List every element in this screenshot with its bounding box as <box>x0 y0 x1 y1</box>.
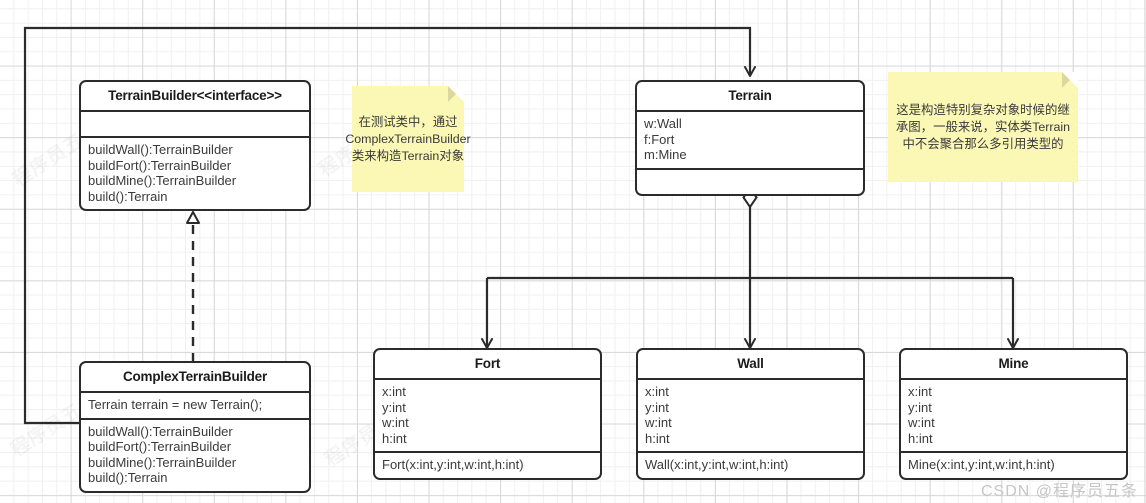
method-item: Mine(x:int,y:int,w:int,h:int) <box>908 457 1055 473</box>
method-item: buildFort():TerrainBuilder <box>88 439 232 455</box>
class-box-wall[interactable]: Wall x:int y:int w:int h:int Wall(x:int,… <box>636 348 865 480</box>
class-attributes-mine: x:int y:int w:int h:int <box>901 380 1126 454</box>
class-title-fort: Fort <box>375 350 600 380</box>
method-item: build():Terrain <box>88 188 168 204</box>
class-methods-complexterrainbuilder: buildWall():TerrainBuilder buildFort():T… <box>81 420 309 491</box>
method-item: buildWall():TerrainBuilder <box>88 423 233 439</box>
note-left-text: 在测试类中，通过ComplexTerrainBuilder类来构造Terrain… <box>345 114 471 163</box>
attribute-item: w:int <box>908 415 935 431</box>
attribute-item: Terrain terrain = new Terrain(); <box>88 397 263 412</box>
class-methods-wall: Wall(x:int,y:int,w:int,h:int) <box>638 453 863 478</box>
attribute-item: f:Fort <box>644 131 675 147</box>
class-box-fort[interactable]: Fort x:int y:int w:int h:int Fort(x:int,… <box>373 348 602 480</box>
class-attributes-wall: x:int y:int w:int h:int <box>638 380 863 454</box>
class-methods-mine: Mine(x:int,y:int,w:int,h:int) <box>901 453 1126 478</box>
note-fold-corner-icon <box>1062 72 1078 88</box>
attribute-item: h:int <box>382 430 407 446</box>
method-item: buildMine():TerrainBuilder <box>88 173 237 189</box>
class-box-mine[interactable]: Mine x:int y:int w:int h:int Mine(x:int,… <box>899 348 1128 480</box>
class-attributes-terrainbuilder <box>81 112 309 138</box>
method-item: build():Terrain <box>88 470 168 486</box>
class-attributes-fort: x:int y:int w:int h:int <box>375 380 600 454</box>
class-title-wall: Wall <box>638 350 863 380</box>
method-item: buildWall():TerrainBuilder <box>88 142 233 157</box>
class-box-terrainbuilder[interactable]: TerrainBuilder<<interface>> buildWall():… <box>79 80 311 212</box>
aggregation-terrain-children <box>481 186 1019 349</box>
method-item: buildMine():TerrainBuilder <box>88 454 237 470</box>
attribute-item: x:int <box>382 384 406 399</box>
attribute-item: w:Wall <box>644 116 682 131</box>
note-left[interactable]: 在测试类中，通过ComplexTerrainBuilder类来构造Terrain… <box>345 86 471 192</box>
class-box-terrain[interactable]: Terrain w:Wall f:Fort m:Mine <box>635 80 865 196</box>
attribute-item: y:int <box>382 399 406 415</box>
class-title-complexterrainbuilder: ComplexTerrainBuilder <box>81 363 309 393</box>
attribute-item: w:int <box>382 415 409 431</box>
class-methods-terrainbuilder: buildWall():TerrainBuilder buildFort():T… <box>81 138 309 209</box>
method-item: Wall(x:int,y:int,w:int,h:int) <box>645 457 789 473</box>
attribute-item: m:Mine <box>644 147 687 163</box>
note-fold-corner-icon <box>448 86 464 102</box>
attribute-item: h:int <box>908 430 933 446</box>
attribute-item: y:int <box>908 399 932 415</box>
method-item: buildFort():TerrainBuilder <box>88 157 232 173</box>
attribute-item: h:int <box>645 430 670 446</box>
note-right-text: 这是构造特别复杂对象时候的继承图，一般来说，实体类Terrain中不会聚合那么多… <box>895 102 1071 151</box>
attribute-item: w:int <box>645 415 672 431</box>
class-title-mine: Mine <box>901 350 1126 380</box>
class-box-complexterrainbuilder[interactable]: ComplexTerrainBuilder Terrain terrain = … <box>79 361 311 493</box>
class-attributes-terrain: w:Wall f:Fort m:Mine <box>637 112 863 170</box>
attribute-item: y:int <box>645 399 669 415</box>
attribute-item: x:int <box>645 384 669 399</box>
class-methods-fort: Fort(x:int,y:int,w:int,h:int) <box>375 453 600 478</box>
class-title-terrain: Terrain <box>637 82 863 112</box>
class-attributes-complexterrainbuilder: Terrain terrain = new Terrain(); <box>81 393 309 420</box>
method-item: Fort(x:int,y:int,w:int,h:int) <box>382 457 524 473</box>
class-methods-terrain <box>637 170 863 194</box>
csdn-watermark: CSDN @程序员五条 <box>980 483 1138 500</box>
note-right[interactable]: 这是构造特别复杂对象时候的继承图，一般来说，实体类Terrain中不会聚合那么多… <box>888 72 1078 182</box>
attribute-item: x:int <box>908 384 932 399</box>
class-title-terrainbuilder: TerrainBuilder<<interface>> <box>81 82 309 112</box>
